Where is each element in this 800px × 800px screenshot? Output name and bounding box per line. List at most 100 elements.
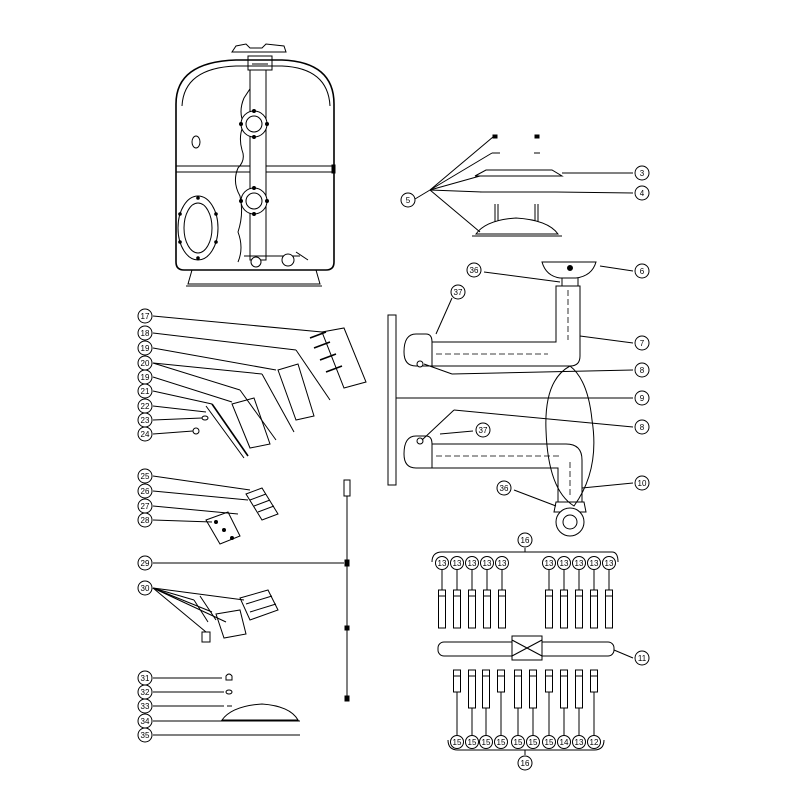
bottom-lateral-tube-0 xyxy=(453,669,461,693)
top-lateral-label-1-text: 13 xyxy=(453,559,462,568)
part-label-l24-circle xyxy=(137,426,153,442)
part-label-l19a: 19 xyxy=(137,340,153,356)
top-lateral-label-4: 13 xyxy=(495,556,509,570)
part-label-l20: 20 xyxy=(137,355,153,371)
bottom-lateral-label-9-text: 12 xyxy=(590,738,599,747)
top-lateral-label-9-circle xyxy=(602,556,616,570)
part-label-l27-text: 27 xyxy=(141,502,150,511)
top-lateral-tube-6 xyxy=(560,589,568,629)
bottom-lateral-label-6-text: 15 xyxy=(545,738,554,747)
top-lateral-label-0-circle xyxy=(435,556,449,570)
part-label-l33-circle xyxy=(137,698,153,714)
part-label-l25: 25 xyxy=(137,468,153,484)
part-label-l36a-circle xyxy=(466,262,482,278)
part-label-l22: 22 xyxy=(137,398,153,414)
part-label-l8a: 8 xyxy=(634,362,650,378)
part-label-l22-text: 22 xyxy=(141,402,150,411)
part-label-l31-text: 31 xyxy=(141,674,150,683)
top-lateral-label-4-circle xyxy=(495,556,509,570)
part-label-l28-circle xyxy=(137,512,153,528)
part-label-l3-circle xyxy=(634,165,650,181)
bottom-lateral-label-7-text: 14 xyxy=(560,738,569,747)
bottom-lateral-label-3-circle xyxy=(494,735,508,749)
bottom-lateral-label-1: 15 xyxy=(465,735,479,749)
top-lateral-label-9: 13 xyxy=(602,556,616,570)
part-label-l5-circle xyxy=(400,192,416,208)
lid-assembly xyxy=(414,134,634,237)
top-lateral-label-8: 13 xyxy=(587,556,601,570)
top-lateral-tube-5 xyxy=(545,589,553,629)
part-label-l24-text: 24 xyxy=(141,430,150,439)
top-lateral-label-0: 13 xyxy=(435,556,449,570)
part-label-l37a-text: 37 xyxy=(454,288,463,297)
part-label-l31: 31 xyxy=(137,670,153,686)
part-label-l17-text: 17 xyxy=(141,312,150,321)
part-label-l30: 30 xyxy=(137,580,153,596)
part-label-l37a-circle xyxy=(450,284,466,300)
part-label-l8b-circle xyxy=(634,419,650,435)
top-lateral-tube-9 xyxy=(605,589,613,629)
top-lateral-label-3-circle xyxy=(480,556,494,570)
part-label-l34-text: 34 xyxy=(141,717,150,726)
part-label-l4-circle xyxy=(634,185,650,201)
part-label-l35-circle xyxy=(137,727,153,743)
part-label-l33-text: 33 xyxy=(141,702,150,711)
pipe-assembly xyxy=(387,261,634,537)
part-label-l23: 23 xyxy=(137,412,153,428)
bottom-lateral-label-1-circle xyxy=(465,735,479,749)
part-label-l8a-circle xyxy=(634,362,650,378)
part-label-l29-circle xyxy=(137,555,153,571)
part-label-l16b-circle xyxy=(517,755,533,771)
part-label-l36a: 36 xyxy=(466,262,482,278)
small-parts xyxy=(153,673,300,736)
label-bubbles: 3456363778983710361718192019212223242526… xyxy=(137,165,650,771)
top-lateral-tube-4 xyxy=(498,589,506,629)
part-label-l7-text: 7 xyxy=(640,339,645,348)
top-lateral-tube-3 xyxy=(483,589,491,629)
part-label-l16a-text: 16 xyxy=(521,536,530,545)
part-label-l7: 7 xyxy=(634,335,650,351)
part-label-l4: 4 xyxy=(634,185,650,201)
part-label-l26-circle xyxy=(137,483,153,499)
part-label-l18: 18 xyxy=(137,325,153,341)
part-label-l11-circle xyxy=(634,650,650,666)
bottom-lateral-label-4-circle xyxy=(511,735,525,749)
bottom-lateral-label-4: 15 xyxy=(511,735,525,749)
top-lateral-label-0-text: 13 xyxy=(438,559,447,568)
part-label-l25-circle xyxy=(137,468,153,484)
top-lateral-tube-7 xyxy=(575,589,583,629)
bottom-lateral-label-2: 15 xyxy=(479,735,493,749)
top-lateral-tube-1 xyxy=(453,589,461,629)
part-label-l37b-circle xyxy=(475,422,491,438)
part-label-l10-text: 10 xyxy=(638,479,647,488)
part-label-l37b: 37 xyxy=(475,422,491,438)
part-label-l33: 33 xyxy=(137,698,153,714)
bottom-lateral-label-5-text: 15 xyxy=(529,738,538,747)
top-lateral-label-5-text: 13 xyxy=(545,559,554,568)
top-lateral-label-9-text: 13 xyxy=(605,559,614,568)
part-label-l17-circle xyxy=(137,308,153,324)
part-label-l30-text: 30 xyxy=(141,584,150,593)
bottom-lateral-label-7-circle xyxy=(557,735,571,749)
part-label-l11-text: 11 xyxy=(638,654,647,663)
part-label-l16b-text: 16 xyxy=(521,759,530,768)
bottom-lateral-label-8-circle xyxy=(572,735,586,749)
part-label-l9-text: 9 xyxy=(640,394,645,403)
top-lateral-label-2-text: 13 xyxy=(468,559,477,568)
top-lateral-label-3-text: 13 xyxy=(483,559,492,568)
part-label-l35: 35 xyxy=(137,727,153,743)
part-label-l23-text: 23 xyxy=(141,416,150,425)
part-label-l19a-circle xyxy=(137,340,153,356)
part-label-l10: 10 xyxy=(634,475,650,491)
top-lateral-label-6-text: 13 xyxy=(560,559,569,568)
part-label-l5-text: 5 xyxy=(406,196,411,205)
part-label-l29: 29 xyxy=(137,555,153,571)
top-lateral-label-7-text: 13 xyxy=(575,559,584,568)
bottom-lateral-label-5: 15 xyxy=(526,735,540,749)
part-label-l21: 21 xyxy=(137,383,153,399)
part-label-l25-text: 25 xyxy=(141,472,150,481)
bottom-lateral-label-3: 15 xyxy=(494,735,508,749)
bottom-lateral-tube-3 xyxy=(497,669,505,693)
